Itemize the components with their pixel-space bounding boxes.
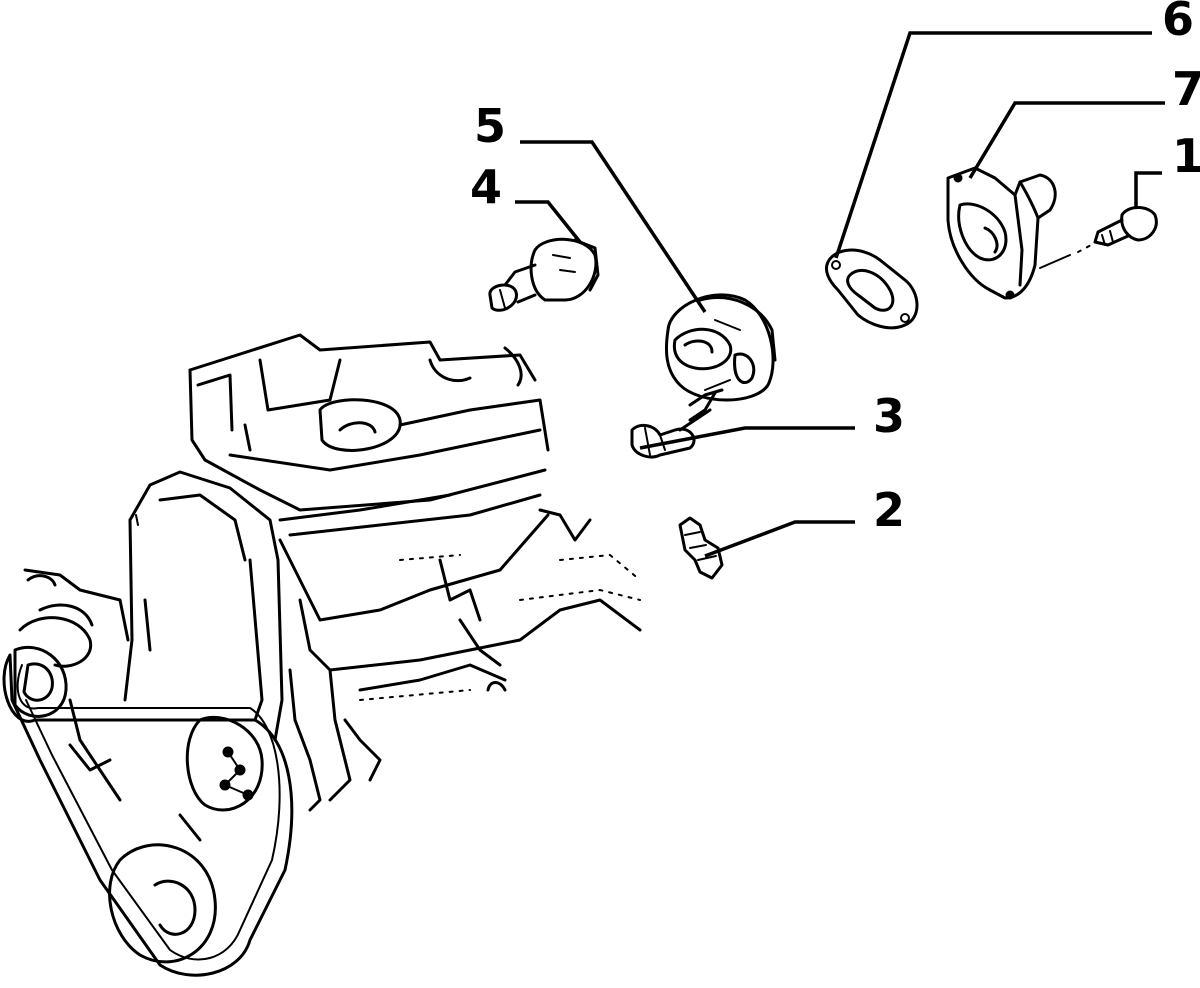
callout-2: 2 <box>873 483 905 537</box>
callout-numbers: 1 2 3 4 5 6 7 <box>470 0 1200 537</box>
part-6-gasket <box>824 248 919 330</box>
callout-6: 6 <box>1162 0 1194 46</box>
part-2-sender <box>678 516 724 580</box>
leader-4 <box>515 200 582 244</box>
part-5-thermostat <box>665 293 777 422</box>
callout-3: 3 <box>873 389 905 443</box>
leader-1 <box>1134 171 1162 208</box>
part-3-sensor <box>630 408 712 459</box>
callout-leaders <box>515 31 1165 558</box>
callout-1: 1 <box>1172 129 1200 183</box>
callout-7: 7 <box>1172 62 1200 116</box>
leader-2 <box>704 520 855 558</box>
part-1-bolt <box>1077 206 1158 253</box>
part-7-outlet-housing <box>946 166 1071 300</box>
leader-6 <box>834 31 1152 259</box>
leader-5 <box>520 140 707 313</box>
callout-4: 4 <box>470 160 502 214</box>
part-4-sensor <box>488 237 600 312</box>
callout-5: 5 <box>474 99 506 153</box>
engine-block-drawing <box>2 333 642 977</box>
leader-7 <box>968 101 1165 179</box>
leader-3 <box>639 426 855 450</box>
